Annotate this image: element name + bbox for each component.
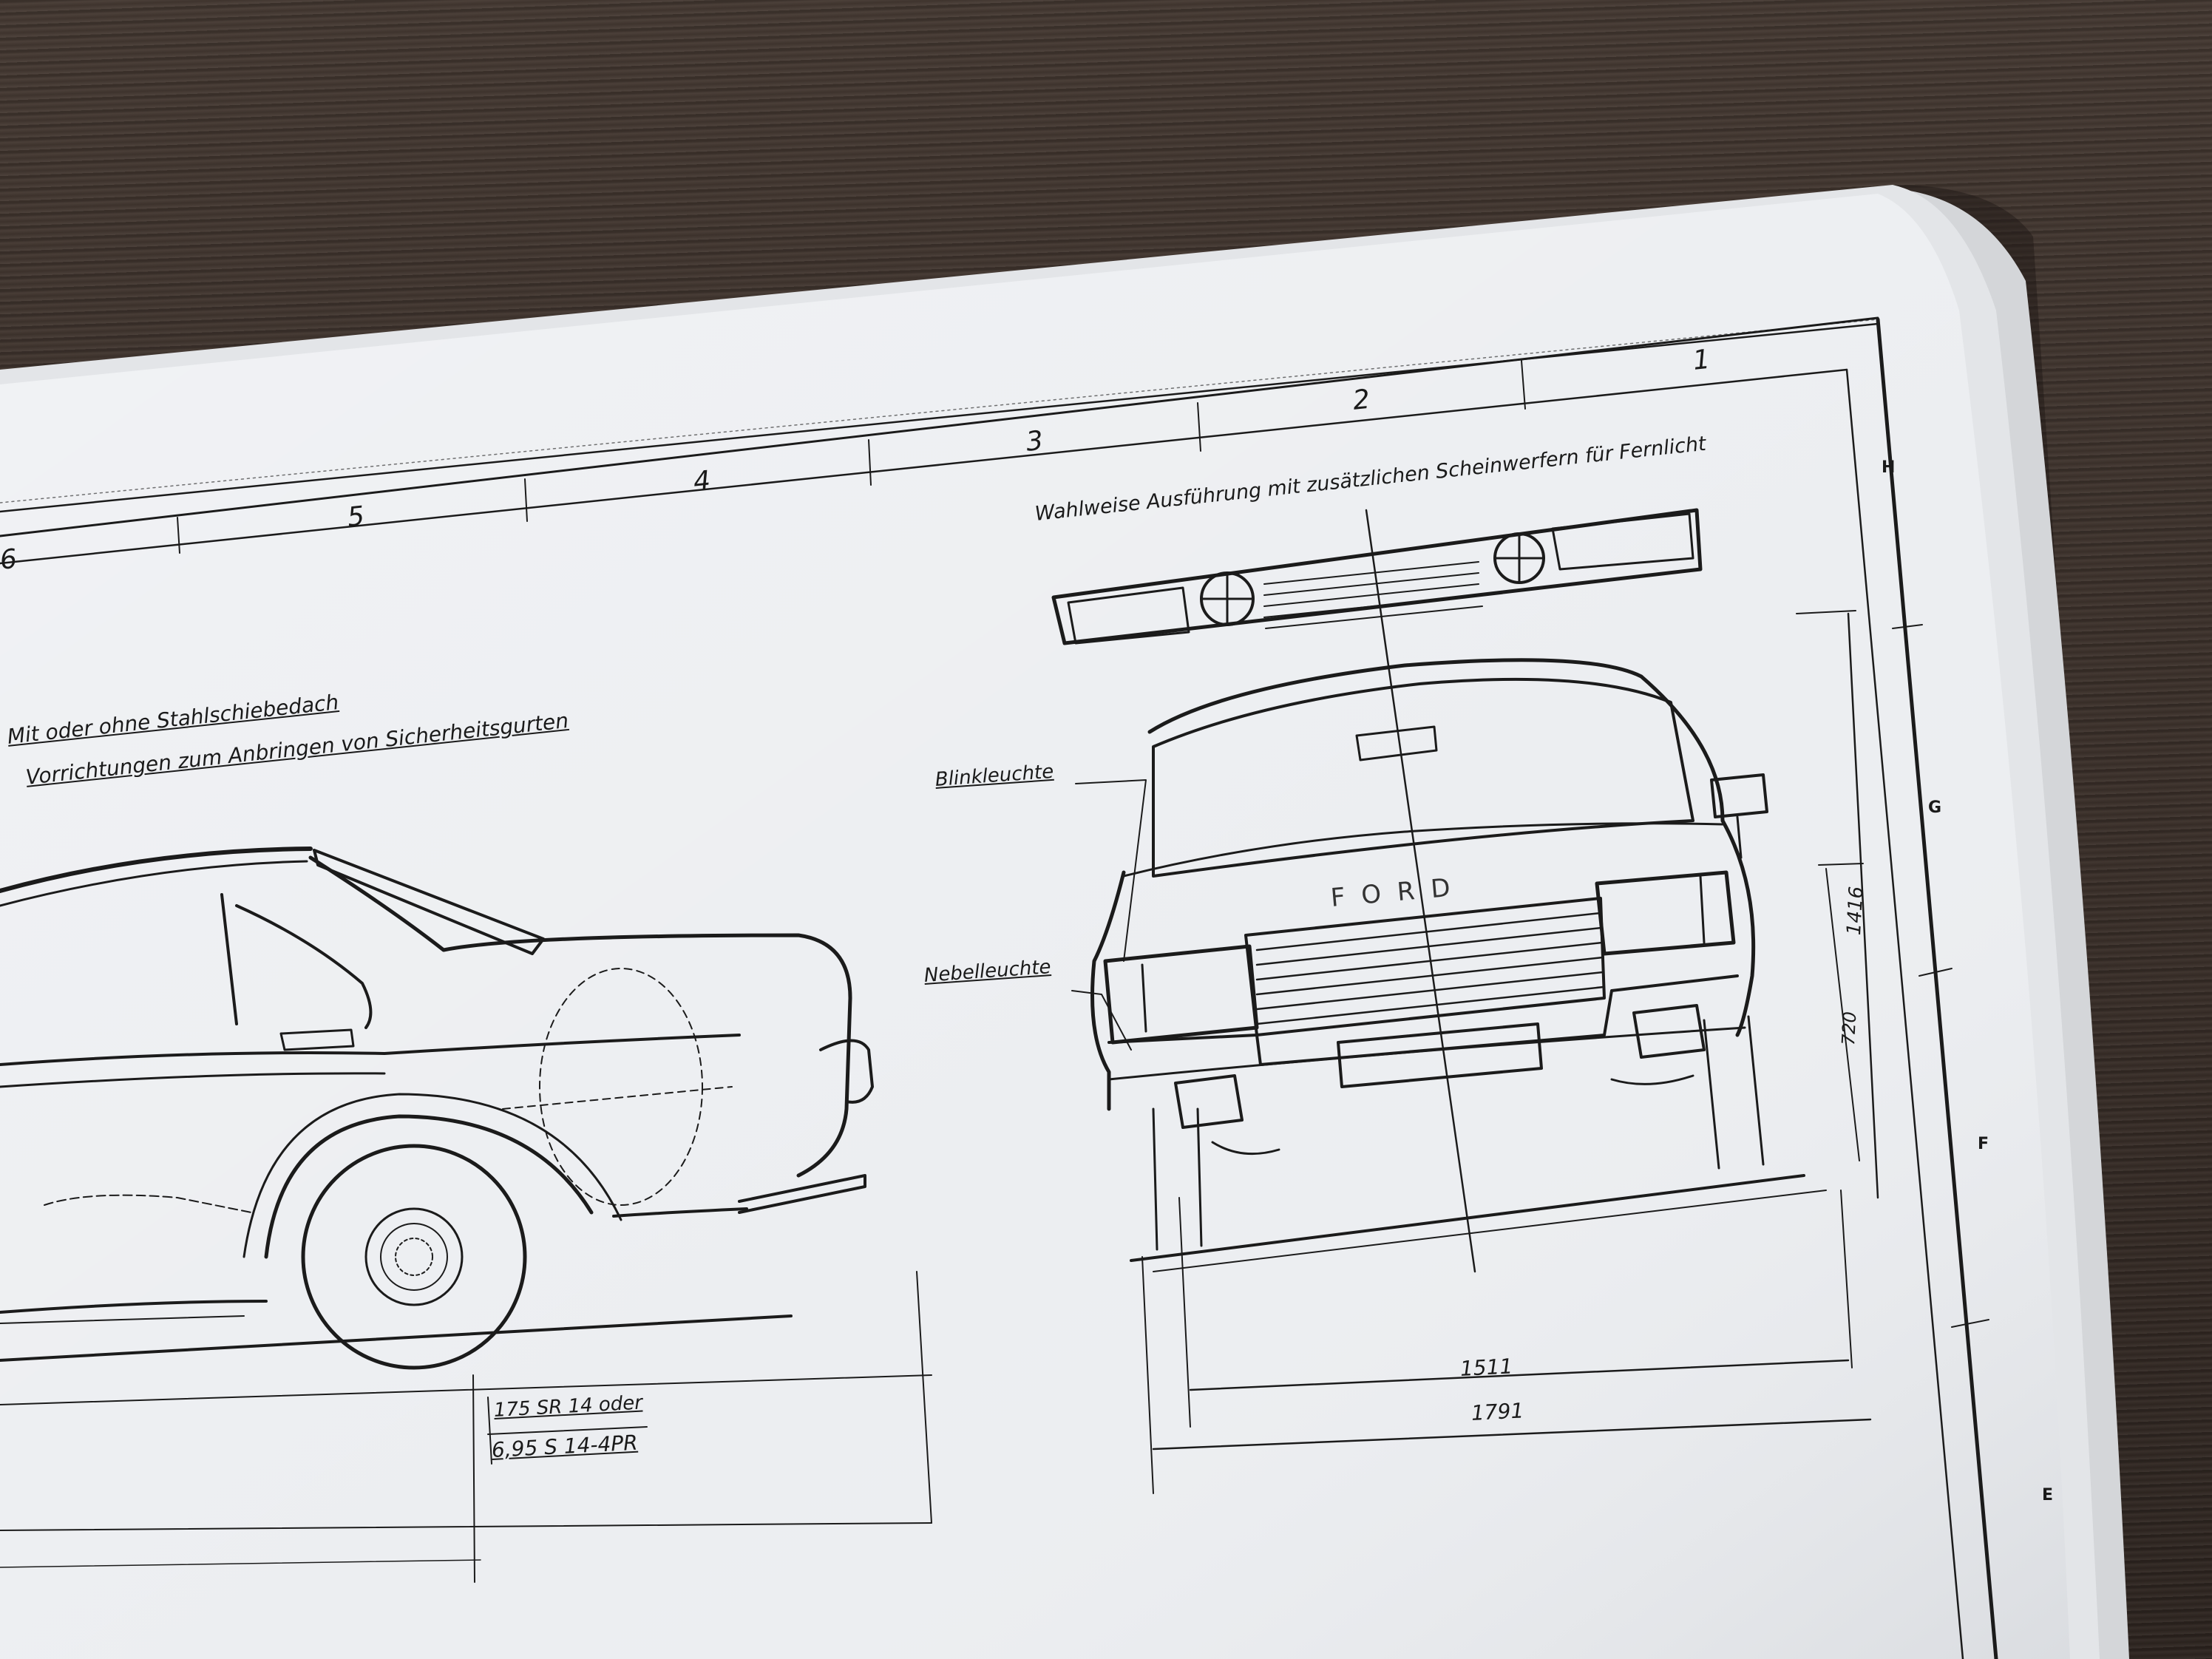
dimension-height: 1416 bbox=[1843, 886, 1868, 936]
column-label-2: 2 bbox=[1351, 384, 1371, 416]
frame-header-line bbox=[0, 322, 1879, 513]
dimension-width: 1791 bbox=[1470, 1398, 1525, 1425]
right-headlamp bbox=[1595, 870, 1736, 956]
dimension-lamp-height: 720 bbox=[1838, 1011, 1861, 1046]
side-view-car bbox=[0, 847, 932, 1583]
optional-grille bbox=[1051, 508, 1703, 645]
frame-outer-right bbox=[1876, 317, 1998, 1659]
left-fog-lamp bbox=[1174, 1074, 1244, 1129]
column-label-5: 5 bbox=[345, 501, 366, 533]
frame-inner-right bbox=[1845, 368, 1964, 1659]
left-headlamp bbox=[1103, 944, 1259, 1045]
column-label-3: 3 bbox=[1024, 425, 1045, 458]
row-label-h: H bbox=[1882, 458, 1896, 477]
front-view-car bbox=[1051, 508, 1879, 1494]
column-label-4: 4 bbox=[691, 465, 712, 498]
row-label-g: G bbox=[1928, 798, 1942, 817]
column-label-1: 1 bbox=[1691, 344, 1711, 376]
row-label-e: E bbox=[2042, 1486, 2054, 1504]
dimension-track: 1511 bbox=[1459, 1354, 1514, 1381]
frame-inner-top-2 bbox=[0, 368, 1848, 565]
number-plate bbox=[1337, 1022, 1543, 1088]
column-label-6: 6 bbox=[0, 543, 18, 576]
right-fog-lamp bbox=[1632, 1004, 1706, 1059]
paper-shading bbox=[0, 194, 2070, 1659]
row-label-f: F bbox=[1978, 1135, 1989, 1153]
